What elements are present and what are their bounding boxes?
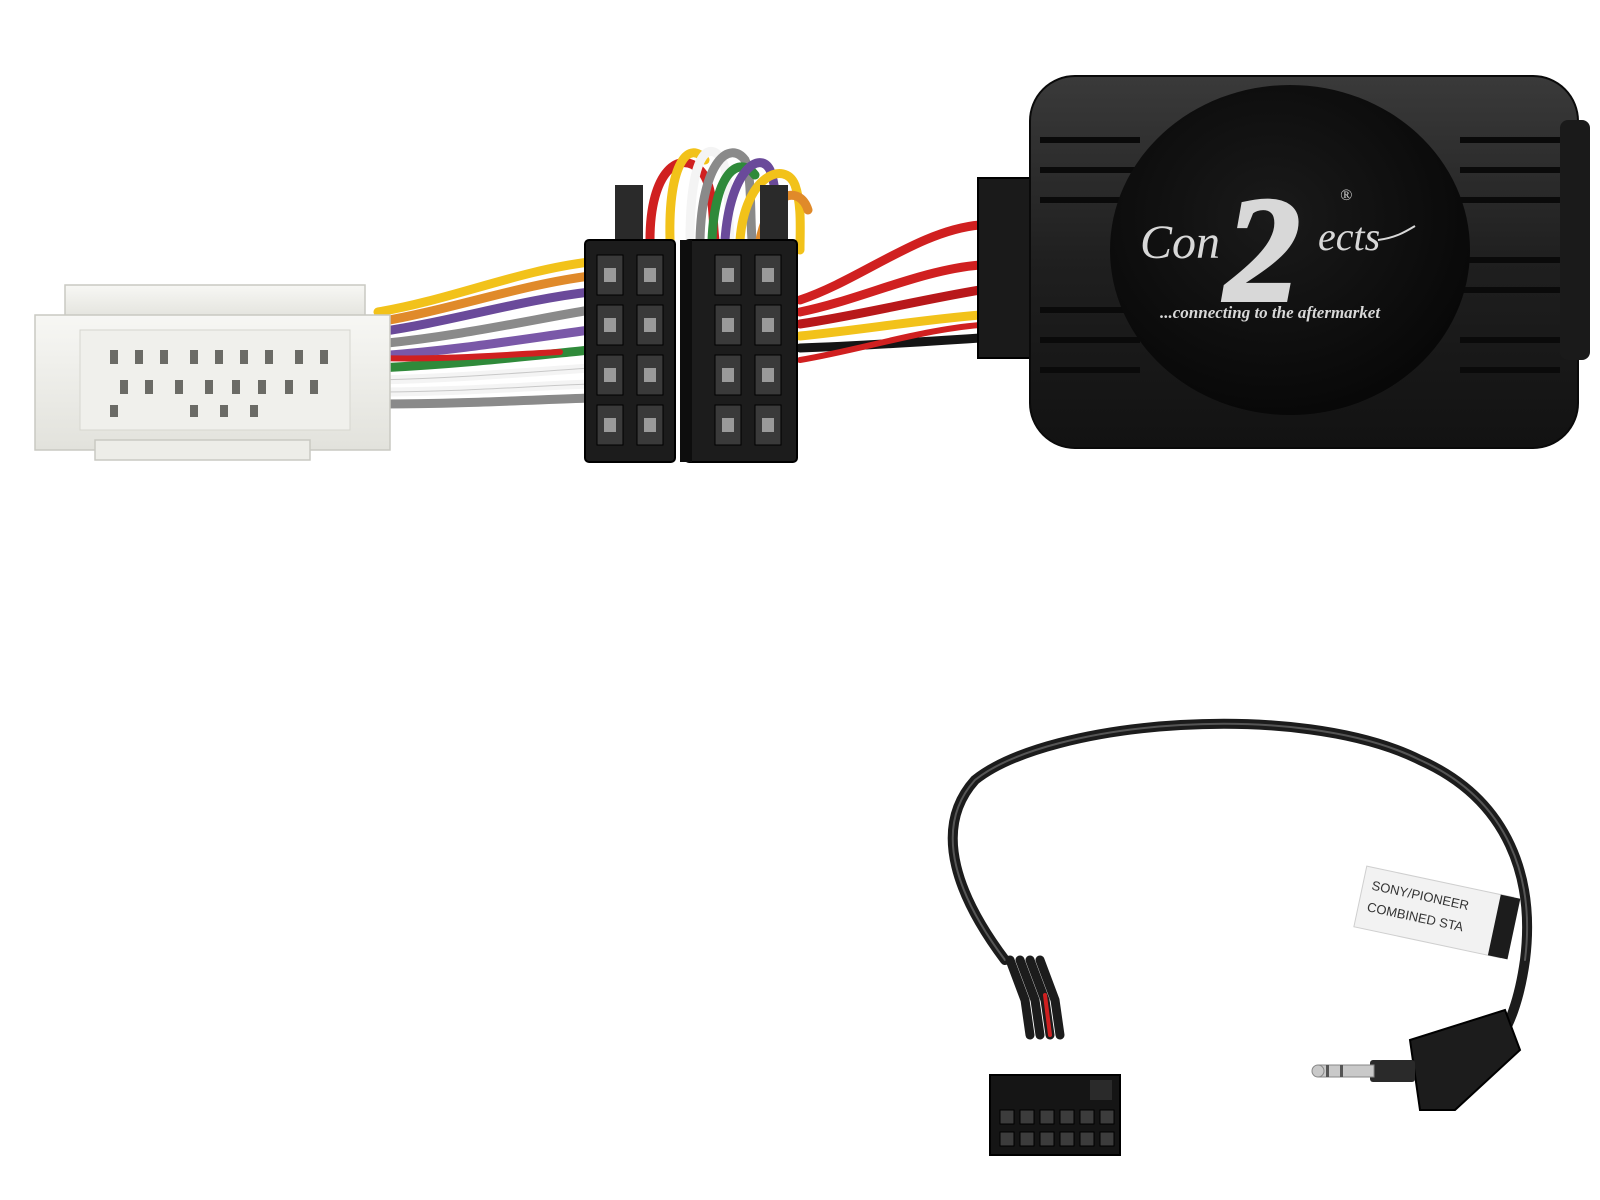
jack-plug-3-5mm bbox=[1311, 1008, 1522, 1111]
iso-connector-right bbox=[680, 185, 798, 463]
brand-logo: 2 Con ects ® ...connecting to the afterm… bbox=[1140, 165, 1416, 335]
brand-name-left: Con bbox=[1140, 216, 1220, 269]
wire-bundle-right bbox=[795, 220, 985, 363]
wire-loops-top bbox=[645, 146, 813, 255]
white-connector-pins bbox=[110, 350, 328, 417]
logo-swoosh bbox=[1377, 225, 1416, 241]
iso-connector-left bbox=[584, 185, 676, 463]
cable-label-tag: SONY/PIONEER COMBINED STA bbox=[1353, 865, 1521, 960]
brand-numeral: 2 bbox=[1223, 167, 1300, 333]
interface-module: 2 Con ects ® ...connecting to the afterm… bbox=[977, 75, 1590, 449]
multi-pin-plug bbox=[989, 1074, 1121, 1156]
patch-lead-cable bbox=[947, 718, 1533, 1045]
registered-mark: ® bbox=[1340, 187, 1352, 204]
white-oem-connector bbox=[34, 284, 391, 461]
brand-name-right: ects bbox=[1318, 214, 1380, 259]
wire-bundle-left bbox=[373, 257, 595, 409]
brand-tagline: ...connecting to the aftermarket bbox=[1160, 303, 1381, 322]
